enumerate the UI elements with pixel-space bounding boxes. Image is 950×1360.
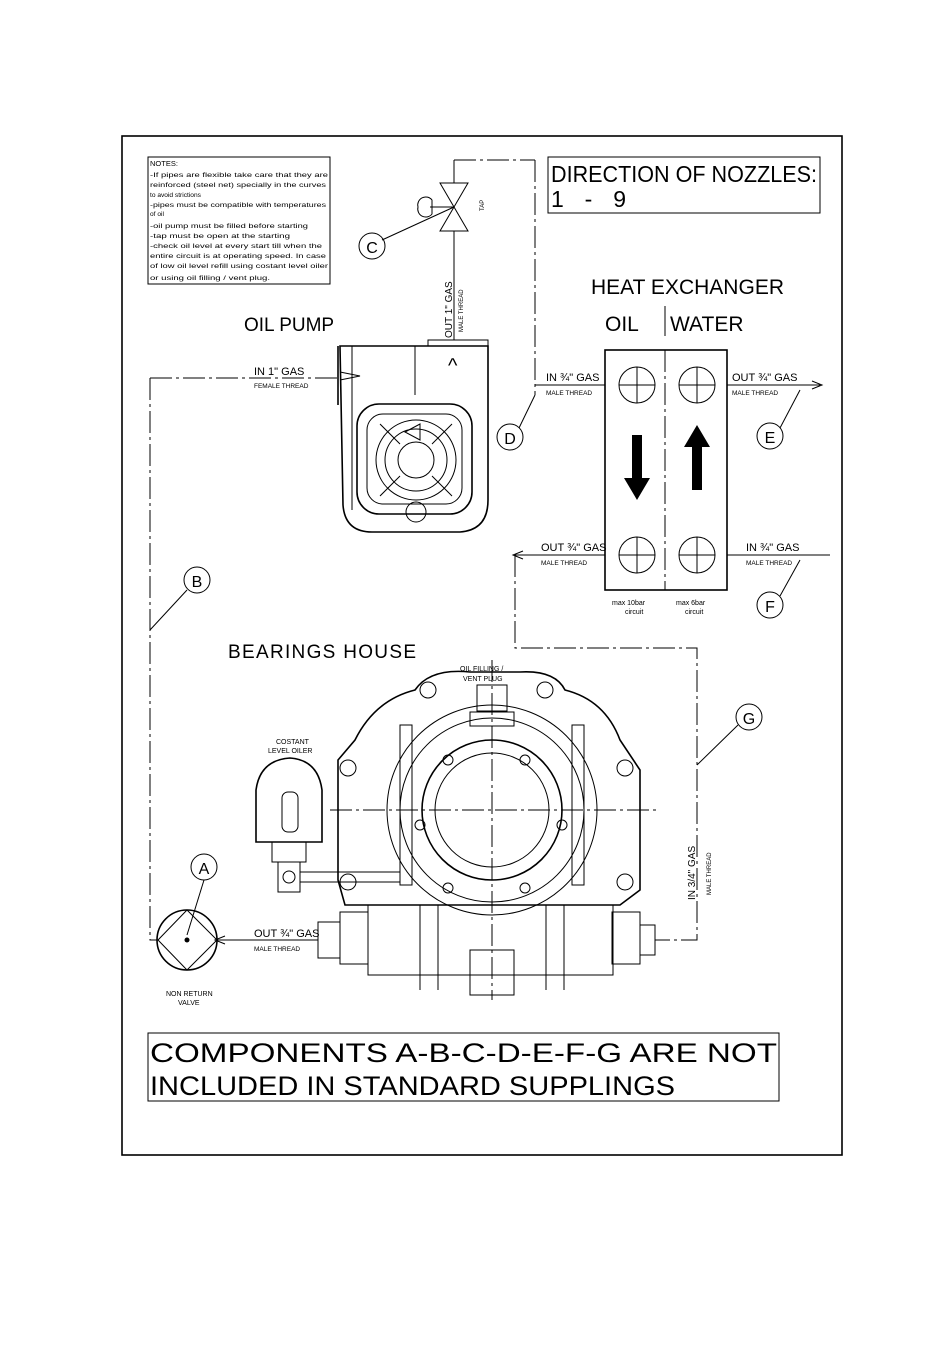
hx-water-in-label: IN ¾" GAS [746,542,799,554]
callout-a-letter: A [199,861,210,878]
hx-title: HEAT EXCHANGER [591,276,784,299]
callout-d: D [496,394,536,451]
heat-exchanger: max 10bar circuit max 6bar circuit [604,349,728,616]
hx-oil-in-label: IN ¾" GAS [546,372,599,384]
bh-out-thread: MALE THREAD [254,946,300,953]
hx-water-out-label: OUT ¾" GAS [732,372,797,384]
pump-out-label: OUT 1" GAS [444,281,455,338]
non-return-valve: NON RETURN VALVE [156,909,218,1007]
callout-g: G [696,703,763,766]
notes-line: reinforced (steel net) specially in the … [150,182,327,189]
bh-in-thread: MALE THREAD [707,852,713,895]
direction-title: DIRECTION OF NOZZLES: [551,161,817,187]
notes-lines: -If pipes are flexible take care that th… [150,172,329,282]
notes-line: entire circuit is at operating speed. In… [150,253,326,260]
notes-line: to avoid strictions [150,192,202,199]
constant-level-oiler: COSTANT LEVEL OILER [255,739,400,893]
oil-pump-title: OIL PUMP [244,315,334,336]
bh-in-label: IN 3/4" GAS [687,846,698,900]
notes-line: -If pipes are flexible take care that th… [150,172,328,179]
direction-value: 1 - 9 [551,186,626,212]
pump-out-thread: MALE THREAD [459,289,465,332]
pipe-hx-to-bearings [514,555,698,941]
callout-c-letter: C [366,240,378,257]
valve-label-1: NON RETURN [166,991,213,998]
direction-box: DIRECTION OF NOZZLES: 1 - 9 [547,156,821,214]
arrow-up-icon [684,425,710,490]
callout-b-letter: B [192,574,203,591]
oiler-label-2: LEVEL OILER [268,748,313,755]
footer-box: COMPONENTS A-B-C-D-E-F-G ARE NOT INCLUDE… [147,1032,780,1102]
callout-e: E [756,389,801,450]
hx-oil-in-thread: MALE THREAD [546,390,592,397]
pump-in-label: IN 1" GAS [254,366,304,378]
callout-f-letter: F [765,599,775,616]
callout-b: B [149,566,211,631]
arrow-down-icon [624,435,650,500]
hx-oil-pressure: max 10bar [612,600,646,607]
footer-line-1: COMPONENTS A-B-C-D-E-F-G ARE NOT [150,1038,777,1068]
oiler-label-1: COSTANT [276,739,310,746]
callout-f: F [756,559,801,619]
tap-label: TAP [480,200,486,211]
hx-water-circuit: circuit [685,609,703,616]
footer-line-2: INCLUDED IN STANDARD SUPPLINGS [150,1071,675,1101]
hx-water-out-thread: MALE THREAD [732,390,778,397]
hx-oil-label: OIL [605,313,639,336]
oil-filling-label-2: VENT PLUG [463,676,503,683]
callout-a: A [186,853,218,936]
valve-label-2: VALVE [178,1000,200,1007]
callout-e-letter: E [765,430,776,447]
notes-title: NOTES: [150,159,178,168]
drawing-frame [121,135,843,1156]
pipe-b [149,378,158,941]
notes-line: -pipes must be compatible with temperatu… [150,202,327,209]
hx-oil-circuit: circuit [625,609,643,616]
notes-line: -tap must be open at the starting [150,233,290,240]
bearings-house: OIL FILLING / VENT PLUG [317,660,660,1000]
bh-out-label: OUT ¾" GAS [254,928,319,940]
callout-d-letter: D [504,431,516,448]
pump-in-thread: FEMALE THREAD [254,383,309,390]
notes-line: of low oil level refill using costant le… [150,263,329,270]
hx-water-pressure: max 6bar [676,600,706,607]
hx-water-label: WATER [670,313,744,336]
hx-water-in-thread: MALE THREAD [746,560,792,567]
oil-filling-label-1: OIL FILLING / [460,666,503,673]
hx-oil-out-thread: MALE THREAD [541,560,587,567]
tap-valve: TAP OUT 1" GAS MALE THREAD [417,159,535,340]
pump-arrow-glyph: ^ [448,355,458,377]
callout-c: C [358,206,455,260]
callout-g-letter: G [743,711,755,728]
notes-line: -check oil level at every start till whe… [150,243,322,250]
notes-box: NOTES: -If pipes are flexible take care … [147,156,331,285]
notes-line: of oil [150,211,164,218]
notes-line: -oil pump must be filled before starting [150,223,308,230]
notes-line: or using oil filling / vent plug. [150,275,270,282]
oil-pump: ^ [337,339,489,533]
bearings-house-title: BEARINGS HOUSE [228,642,416,663]
hx-oil-out-label: OUT ¾" GAS [541,542,606,554]
